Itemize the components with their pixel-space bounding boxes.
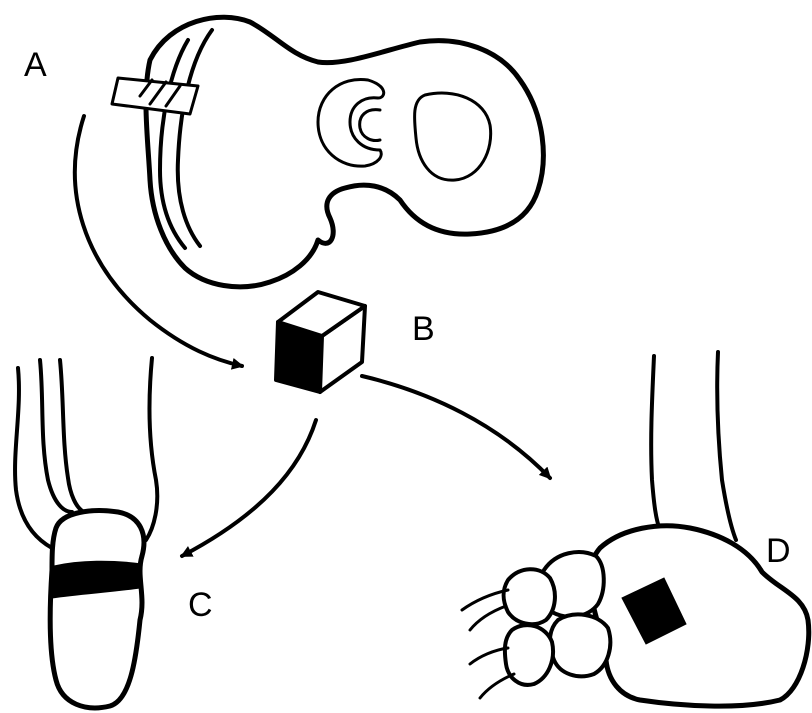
bone-graft-block	[276, 292, 365, 392]
pelvis-outline	[146, 17, 543, 287]
label-b: B	[412, 310, 435, 348]
talus-outline	[50, 511, 144, 708]
metatarsal-shaft-4	[480, 674, 514, 698]
metatarsal-shaft-3	[470, 648, 508, 664]
arrow-b-to-d	[362, 376, 550, 478]
tibia-outline-right	[146, 358, 157, 540]
acetabulum	[318, 79, 384, 166]
cuboid-outline	[550, 614, 610, 676]
tibia-outline-mid	[60, 360, 84, 512]
label-c: C	[188, 586, 213, 624]
cuneiform-outline	[504, 569, 555, 624]
arrow-b-to-c	[182, 420, 316, 556]
tibia-shaft	[717, 352, 736, 540]
tibia-outline-left	[40, 360, 72, 512]
pelvis-drawing	[112, 17, 543, 287]
label-a: A	[24, 46, 47, 84]
metatarsal-shaft-2	[470, 606, 506, 630]
label-d: D	[766, 532, 791, 570]
ankle-joint-drawing	[15, 358, 157, 708]
iliac-crest-ridge-inner	[178, 30, 212, 246]
foot-drawing	[462, 352, 809, 706]
obturator-foramen	[415, 93, 491, 180]
fibula-shaft	[651, 356, 660, 530]
